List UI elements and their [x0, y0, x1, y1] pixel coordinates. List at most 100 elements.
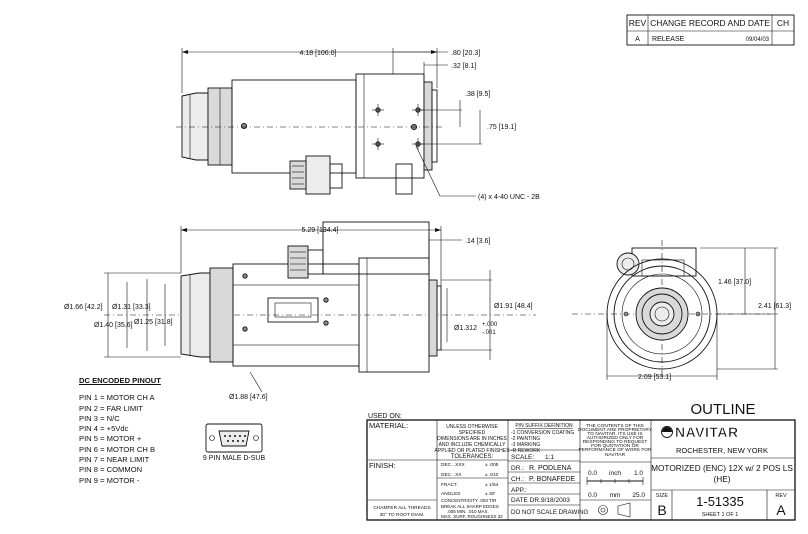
tol-row-3-label: FRACT.: [441, 482, 458, 488]
ruler-top-end: 1.0: [634, 470, 643, 477]
dr-label: DR.:: [511, 465, 524, 472]
dim-131: Ø1.31 [33.3]: [112, 304, 151, 311]
ruler-bottom-end: 25.0: [632, 492, 645, 499]
unless-line-5: APPLIED OR PLATED FINISHES: [435, 448, 511, 454]
pinout-list: DC ENCODED PINOUT PIN 1 = MOTOR CH A PIN…: [79, 376, 161, 486]
sheet-label: SHEET 1 OF 1: [702, 512, 739, 518]
pin-6: PIN 6 = MOTOR CH B: [79, 444, 156, 454]
tol-row-3-value: ± 1/64: [485, 482, 499, 488]
tol-row-1-label: DEC. .XXX: [441, 462, 466, 468]
do-not-scale: DO NOT SCALE DRAWING: [511, 509, 589, 516]
tol-row-2-value: ± .010: [485, 472, 499, 478]
pin-7: PIN 7 = NEAR LIMIT: [79, 455, 150, 465]
dim-188: Ø1.88 [47.6]: [229, 394, 268, 401]
date-value: 9/18/2003: [541, 497, 570, 504]
tol-minus: -.001: [482, 330, 496, 336]
description-line-1: MOTORIZED (ENC) 12X w/ 2 POS LS: [651, 463, 793, 473]
rev-header: REV: [629, 18, 647, 28]
ch-value: P. BONAFEDE: [529, 476, 575, 483]
dim-14: .14 [3.6]: [465, 238, 490, 245]
rev-value: A: [776, 502, 786, 518]
unless-line-4: AND INCLUDE CHEMICALLY: [439, 442, 507, 448]
rev-label: REV: [775, 493, 787, 499]
navitar-logo: NAVITAR: [661, 424, 739, 440]
dim-4-18: 4.18 [106.0]: [300, 50, 337, 57]
drawing-type-outline: OUTLINE: [690, 401, 755, 418]
pin-8: PIN 8 = COMMON: [79, 465, 143, 475]
concentricity: CONCENTRICITY .003 TIR: [441, 498, 497, 503]
prop-6: FOR QUOTATION OR: [591, 443, 639, 449]
dim-5-29: 5.29 [134.4]: [302, 227, 339, 234]
chamfer-note-2: 30° TO ROOT DIAM.: [380, 512, 425, 518]
pin-5: PIN 5 = MOTOR +: [79, 434, 142, 444]
dim-241: 2.41 [61.3]: [758, 303, 791, 310]
dim-209: 2.09 [53.1]: [638, 374, 671, 381]
prop-7: PERFORMANCE OF WORK FOR: [578, 447, 652, 453]
location: ROCHESTER, NEW YORK: [676, 446, 768, 455]
dim-75: .75 [19.1]: [487, 124, 516, 131]
connector-label: 9 PIN MALE D-SUB: [203, 455, 266, 462]
prop-1: THE CONTENTS OF THIS: [586, 423, 643, 429]
pin-suffix-title: P/N SUFFIX DEFINITION: [515, 423, 573, 429]
pinout-title: DC ENCODED PINOUT: [79, 376, 161, 385]
scale-label: SCALE:: [511, 454, 534, 461]
pin-suffix-3: -3 MARKING: [511, 442, 540, 448]
projection-symbol-icon: [598, 502, 631, 518]
pin-3: PIN 3 = N/C: [79, 413, 120, 423]
pin-suffix-4: -R REWORK: [511, 448, 541, 454]
side-view: 5.29 [134.4] .14 [3.6] Ø1.66 [42.2] Ø1.3…: [64, 221, 536, 401]
date-label: DATE DR.:: [511, 497, 543, 504]
tolerances-label: TOLERANCES:: [451, 454, 494, 460]
dr-value: R. PODLENA: [529, 465, 572, 472]
scale-rulers: 0.0 inch 1.0 0.0 mm 25.0: [586, 470, 645, 499]
pin-1: PIN 1 = MOTOR CH A: [79, 393, 155, 403]
size-value: B: [657, 502, 666, 518]
pin-2: PIN 2 = FAR LIMIT: [79, 403, 143, 413]
dim-125: Ø1.25 [31.8]: [134, 319, 173, 326]
drawing-number: 1-51335: [696, 494, 744, 509]
dim-32: .32 [8.1]: [451, 63, 476, 70]
scale-value: 1:1: [545, 454, 554, 461]
tol-row-4-value: ± 30': [485, 491, 495, 497]
tol-plus: +.000: [482, 322, 498, 328]
ruler-bottom-start: 0.0: [588, 492, 597, 499]
chamfer-note: CHAMFER ALL THREADS: [373, 505, 430, 511]
description-line-2: (HE): [713, 474, 730, 484]
unless-line-3: DIMENSIONS ARE IN INCHES: [437, 436, 507, 442]
ch-label: CH.:: [511, 476, 524, 483]
unless-line-1: UNLESS OTHERWISE: [446, 424, 498, 430]
thread-note: (4) x 4-40 UNC - 2B: [478, 194, 540, 201]
change-header: CHANGE RECORD AND DATE: [650, 18, 770, 28]
tol-row-2-label: DEC. .XX: [441, 472, 462, 478]
tol-row-1-value: ± .005: [485, 462, 499, 468]
prop-4: AUTHORIZED ONLY FOR: [587, 435, 644, 441]
prop-2: DOCUMENT ARE PROPRIETARY: [578, 427, 653, 433]
top-view: 4.18 [106.0] .80 [20.3] .32 [8.1] .38 [9…: [176, 48, 540, 201]
dsub-connector: 9 PIN MALE D-SUB: [203, 423, 266, 462]
prop-3: TO NAVITAR. ITS USE IS: [587, 431, 642, 437]
pin-suffix-1: -1 CONVERSION COATING: [511, 430, 574, 436]
material-label: MATERIAL:: [369, 421, 408, 430]
tol-row-4-label: ANGLES: [441, 491, 460, 497]
max-surf: MAX. SURF. ROUGHNESS 32: [441, 514, 503, 519]
dim-38: .38 [9.5]: [465, 91, 490, 98]
rev-row-change: RELEASE: [652, 36, 685, 43]
revision-block: REV CHANGE RECORD AND DATE CH A RELEASE …: [626, 14, 795, 46]
dim-140: Ø1.40 [35.6]: [94, 322, 133, 329]
company-logo-text: NAVITAR: [675, 424, 739, 440]
pin-9: PIN 9 = MOTOR -: [79, 475, 140, 485]
ruler-top-start: 0.0: [588, 470, 597, 477]
dim-191: Ø1.91 [48.4]: [494, 303, 533, 310]
rev-row-date: 09/04/03: [746, 37, 770, 43]
dim-80: .80 [20.3]: [451, 50, 480, 57]
end-view: 1.46 [37.0] 2.41 [61.3] 2.09 [53.1]: [572, 240, 791, 381]
dim-146: 1.46 [37.0]: [718, 279, 751, 286]
break-edges-2: .005 MIN. .010 MAX.: [447, 509, 489, 514]
pin-4: PIN 4 = +5Vdc: [79, 424, 129, 434]
used-on: USED ON:: [368, 413, 402, 420]
rev-row-rev: A: [635, 36, 640, 43]
ruler-top-unit: inch: [609, 470, 621, 477]
finish-label: FINISH:: [369, 461, 396, 470]
title-block: USED ON: MATERIAL: FINISH: UNLESS OTHERW…: [366, 401, 796, 521]
